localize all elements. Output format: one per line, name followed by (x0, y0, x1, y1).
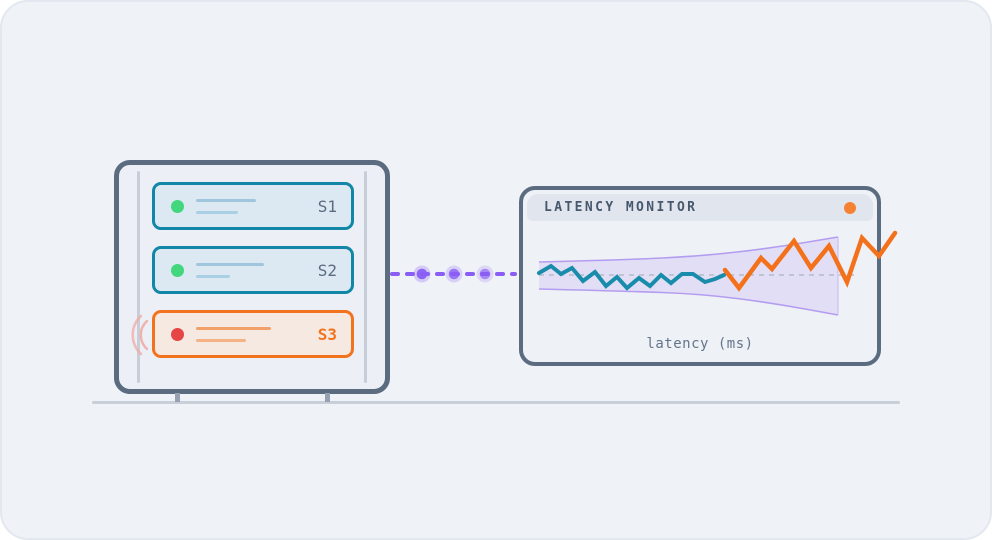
server-card-s1: S1 (152, 182, 354, 230)
status-dot-green-icon (171, 263, 184, 277)
server-card-s2: S2 (152, 246, 354, 294)
text-line (196, 274, 230, 278)
latency-monitor-panel: LATENCY MONITOR latency (ms) (519, 186, 881, 366)
rack-rail-right (364, 171, 367, 383)
rack-leg-right (325, 393, 330, 402)
server-text-lines (196, 198, 318, 214)
text-line (196, 338, 246, 342)
server-label: S3 (317, 324, 337, 344)
status-dot-red-icon (171, 327, 184, 341)
rack-rail-left (137, 171, 140, 383)
ground-line (92, 401, 900, 404)
server-text-lines (196, 262, 318, 278)
text-line (196, 198, 256, 202)
vibration-waves-icon (131, 314, 149, 356)
status-dot-orange-icon (844, 201, 856, 214)
chart-caption: latency (ms) (646, 336, 754, 352)
status-dot-green-icon (171, 199, 184, 213)
server-card-s3: S3 (152, 310, 354, 358)
rack-leg-left (175, 393, 180, 402)
panel-header: LATENCY MONITOR (527, 194, 873, 221)
server-label: S2 (317, 260, 337, 280)
server-label: S1 (317, 196, 337, 216)
connection-dashed-line (390, 265, 517, 283)
server-text-lines (196, 326, 318, 342)
text-line (196, 210, 238, 214)
text-line (196, 326, 271, 330)
text-line (196, 262, 264, 266)
panel-title: LATENCY MONITOR (544, 200, 698, 215)
